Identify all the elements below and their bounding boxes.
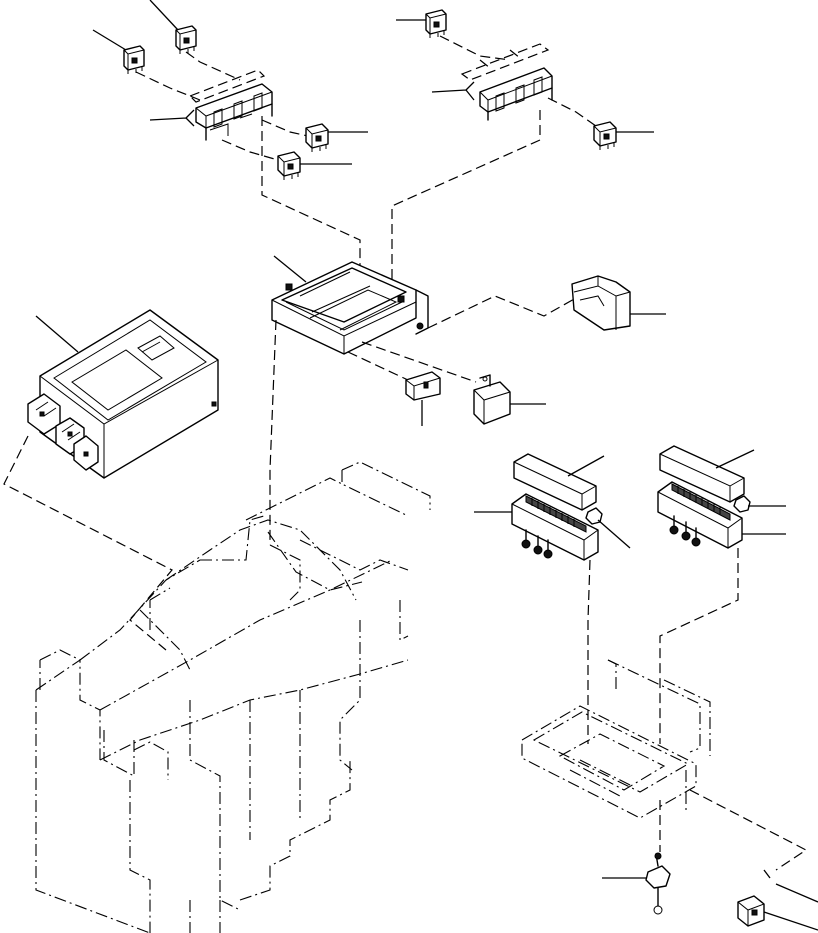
mounting-tray — [271, 261, 429, 355]
cab-frame — [35, 461, 431, 933]
leader-line — [763, 869, 818, 903]
relay-top-left-2 — [123, 45, 145, 74]
assembly-line — [185, 51, 241, 81]
leader-line — [567, 455, 605, 477]
assembly-line — [427, 295, 577, 329]
assembly-line — [221, 139, 279, 161]
assembly-line — [439, 35, 511, 61]
relay-mid-left-2 — [277, 151, 301, 180]
assembly-line — [547, 97, 597, 127]
leader-line — [92, 29, 127, 51]
relay-top-left-1 — [175, 25, 197, 54]
relay-bottom-right — [737, 895, 765, 927]
leader-line — [273, 255, 307, 283]
ground-terminal — [645, 852, 671, 915]
fuse-box-cover-2 — [659, 445, 745, 503]
fuse-box-1 — [511, 493, 599, 561]
relay-top-right — [425, 9, 447, 38]
assembly-line — [261, 119, 309, 137]
fuse-tray — [521, 659, 711, 819]
fuse-box-2 — [657, 481, 751, 549]
leader-line — [715, 449, 755, 469]
assembly-line — [361, 341, 477, 383]
assembly-line — [269, 319, 277, 545]
leader-line — [597, 519, 631, 549]
assembly-line — [689, 789, 808, 871]
relay-right-1 — [593, 121, 617, 150]
leader-line — [763, 911, 818, 931]
relay-bracket-right — [460, 43, 553, 121]
flasher-relay — [473, 374, 511, 425]
connector-cover — [571, 275, 631, 331]
leader-line — [149, 109, 195, 127]
leader-line — [35, 315, 79, 353]
assembly-line — [135, 71, 201, 101]
assembly-line — [3, 435, 173, 651]
assembly-line — [659, 548, 739, 744]
controller-box — [27, 309, 219, 479]
relay-mid-left-1 — [305, 123, 329, 152]
small-connector — [405, 371, 441, 401]
leader-line — [431, 81, 475, 101]
assembly-line — [347, 351, 409, 381]
assembly-line — [587, 559, 591, 744]
relay-bracket-left — [188, 69, 273, 141]
assembly-line — [391, 110, 541, 295]
leader-line — [149, 0, 179, 31]
fuse-box-cover-1 — [513, 453, 597, 511]
